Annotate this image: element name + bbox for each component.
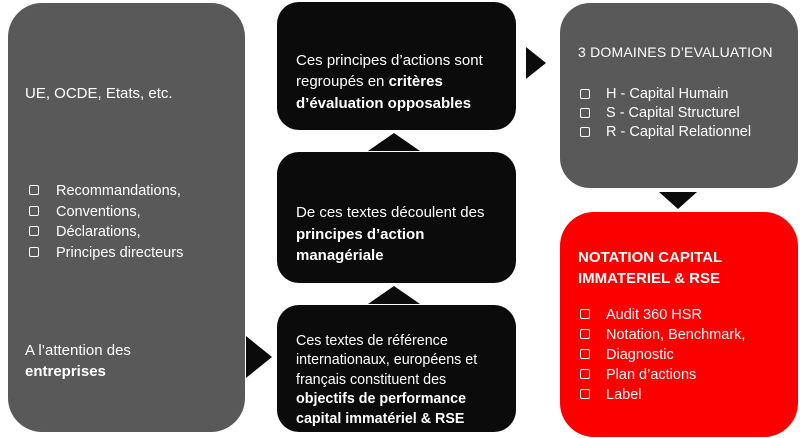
sources-title: UE, OCDE, Etats, etc. bbox=[25, 85, 173, 102]
list-item: Plan d’actions bbox=[578, 365, 790, 385]
list-item-label: H - Capital Humain bbox=[606, 86, 729, 102]
sources-list: Recommandations, Conventions, Déclaratio… bbox=[25, 181, 235, 263]
evaluation-box: 3 DOMAINES D’EVALUATION H - Capital Huma… bbox=[560, 3, 798, 188]
sources-audience: A l’attention des entreprises bbox=[25, 319, 235, 382]
list-item: Label bbox=[578, 385, 790, 405]
audience-text-bold: entreprises bbox=[25, 363, 106, 380]
checkbox-icon bbox=[580, 88, 590, 99]
list-item-label: Plan d’actions bbox=[606, 367, 697, 383]
checkbox-icon bbox=[580, 107, 590, 118]
checkbox-icon bbox=[29, 185, 39, 195]
list-item-label: Audit 360 HSR bbox=[606, 307, 702, 323]
list-item-label: Recommandations, bbox=[56, 183, 181, 199]
flow-text-bold: critères d’évaluation opposables bbox=[296, 73, 472, 112]
flow-text-bold: objectifs de performance capital immatér… bbox=[296, 391, 467, 427]
list-item: Notation, Benchmark, bbox=[578, 325, 790, 345]
checkbox-icon bbox=[580, 308, 590, 319]
flow-box-principles-text: De ces textes découlent des principes d’… bbox=[296, 181, 510, 267]
flow-box-criteria: Ces principes d’actions sont regroupés e… bbox=[277, 2, 516, 130]
list-item-label: Déclarations, bbox=[56, 224, 141, 240]
evaluation-list: H - Capital Humain S - Capital Structure… bbox=[578, 85, 790, 142]
flow-text: Ces textes de référence internationaux, … bbox=[296, 332, 478, 388]
audience-text: A l’attention des bbox=[25, 342, 131, 359]
notation-list: Audit 360 HSR Notation, Benchmark, Diagn… bbox=[578, 305, 790, 405]
list-item: Recommandations, bbox=[25, 181, 235, 202]
list-item: Déclarations, bbox=[25, 222, 235, 243]
arrow-up-icon bbox=[368, 286, 420, 304]
flow-box-objectives-text: Ces textes de référence internationaux, … bbox=[296, 312, 510, 429]
checkbox-icon bbox=[29, 246, 39, 257]
checkbox-icon bbox=[580, 348, 590, 359]
list-item-label: R - Capital Relationnel bbox=[606, 124, 752, 140]
checkbox-icon bbox=[580, 388, 590, 399]
arrow-up-icon bbox=[368, 133, 420, 151]
flow-box-principles: De ces textes découlent des principes d’… bbox=[277, 152, 516, 283]
flow-box-objectives: Ces textes de référence internationaux, … bbox=[277, 305, 516, 432]
evaluation-title: 3 DOMAINES D’EVALUATION bbox=[578, 44, 773, 60]
list-item: H - Capital Humain bbox=[578, 85, 790, 104]
list-item-label: Principes directeurs bbox=[56, 244, 184, 261]
list-item-label: Notation, Benchmark, bbox=[606, 327, 746, 343]
flow-text-bold: principes d’action managériale bbox=[296, 225, 425, 265]
checkbox-icon bbox=[580, 328, 590, 339]
list-item-label: Label bbox=[606, 387, 642, 403]
flow-box-criteria-text: Ces principes d’actions sont regroupés e… bbox=[296, 28, 510, 114]
list-item: R - Capital Relationnel bbox=[578, 123, 790, 142]
notation-title: NOTATION CAPITAL IMMATERIEL & RSE bbox=[578, 249, 723, 287]
flow-text: Ces principes d’actions sont regroupés e… bbox=[296, 51, 483, 91]
list-item: Diagnostic bbox=[578, 345, 790, 365]
arrow-right-icon bbox=[526, 47, 546, 79]
list-item-label: S - Capital Structurel bbox=[606, 105, 740, 121]
flow-text: De ces textes découlent des bbox=[296, 204, 485, 221]
list-item-label: Diagnostic bbox=[606, 347, 674, 363]
list-item: S - Capital Structurel bbox=[578, 104, 790, 123]
list-item: Audit 360 HSR bbox=[578, 305, 790, 325]
list-item: Principes directeurs bbox=[25, 243, 235, 264]
checkbox-icon bbox=[29, 226, 39, 236]
list-item-label: Conventions, bbox=[56, 203, 141, 220]
list-item: Conventions, bbox=[25, 202, 235, 223]
checkbox-icon bbox=[580, 368, 590, 379]
arrow-down-icon bbox=[659, 192, 697, 209]
notation-box: NOTATION CAPITAL IMMATERIEL & RSE Audit … bbox=[560, 212, 798, 437]
sources-box: UE, OCDE, Etats, etc. Recommandations, C… bbox=[8, 3, 245, 432]
arrow-right-icon bbox=[246, 336, 272, 378]
checkbox-icon bbox=[29, 205, 39, 216]
checkbox-icon bbox=[580, 126, 590, 137]
